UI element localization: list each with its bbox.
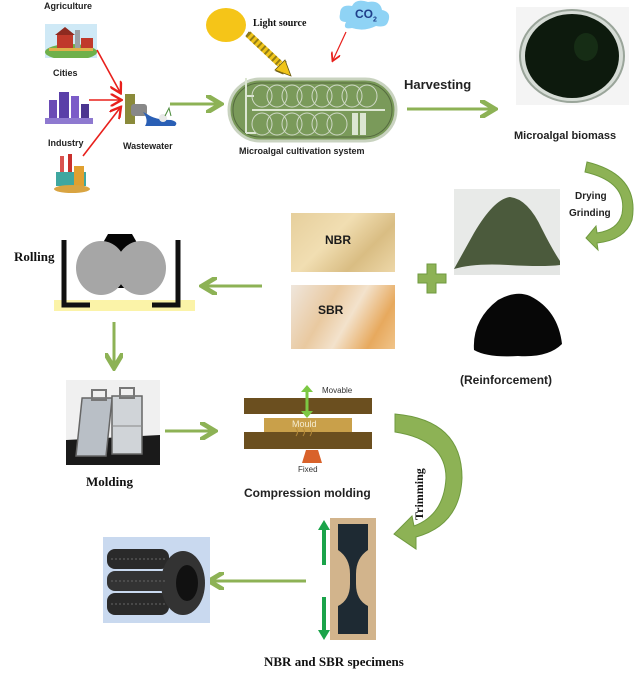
- reinforcement-label: (Reinforcement): [460, 373, 553, 387]
- specimens-label: NBR and SBR specimens: [264, 654, 404, 669]
- coil-loop: [281, 84, 303, 108]
- trimming-label: Trimming: [412, 468, 426, 520]
- specimen-image: [330, 518, 376, 640]
- movable-label: Movable: [322, 386, 353, 395]
- coil-loop: [281, 112, 303, 136]
- coil-loop: [296, 84, 318, 108]
- compression-molding-label: Compression molding: [244, 486, 371, 500]
- tires-image: [103, 537, 210, 623]
- coil-loop: [311, 112, 333, 136]
- co2-text: CO: [355, 7, 373, 21]
- coil-loop: [251, 112, 273, 136]
- coil-loop: [251, 84, 273, 108]
- cultivation-system-label: Microalgal cultivation system: [239, 146, 365, 156]
- coil-loop: [266, 84, 288, 108]
- biomass-image: [516, 7, 629, 105]
- industry-image: [52, 152, 92, 194]
- biomass-label: Microalgal biomass: [514, 130, 617, 142]
- coil-loop: [356, 84, 378, 108]
- sbr-image: SBR: [291, 285, 395, 349]
- grinding-label: Grinding: [569, 208, 611, 219]
- rolling-label: Rolling: [14, 249, 55, 264]
- drying-label: Drying: [575, 191, 607, 202]
- coil-loop: [326, 84, 348, 108]
- nbr-label: NBR: [325, 233, 351, 247]
- molding-label: Molding: [86, 474, 133, 489]
- agriculture-label: Agriculture: [44, 1, 93, 11]
- harvesting-label: Harvesting: [404, 77, 472, 92]
- coil-loop: [311, 84, 333, 108]
- agriculture-image: [45, 24, 97, 58]
- sbr-label: SBR: [318, 303, 344, 317]
- co2-subscript: 2: [373, 16, 377, 24]
- wastewater-image: [125, 92, 181, 130]
- wastewater-label: Wastewater: [123, 141, 173, 151]
- mould-label: Mould: [292, 419, 317, 429]
- coil-loop: [296, 112, 318, 136]
- fixed-label: Fixed: [298, 465, 318, 474]
- co2-label: CO2: [355, 7, 377, 23]
- dried-biomass-image: [454, 189, 560, 275]
- industry-label: Industry: [48, 138, 84, 148]
- coil-loop: [326, 112, 348, 136]
- carbon-black-image: [468, 290, 564, 358]
- coil-loop: [341, 84, 363, 108]
- molding-image: [66, 380, 160, 465]
- coil-loop: [266, 112, 288, 136]
- cities-label: Cities: [53, 68, 78, 78]
- light-source-label: Light source: [253, 18, 307, 29]
- nbr-image: NBR: [291, 213, 395, 272]
